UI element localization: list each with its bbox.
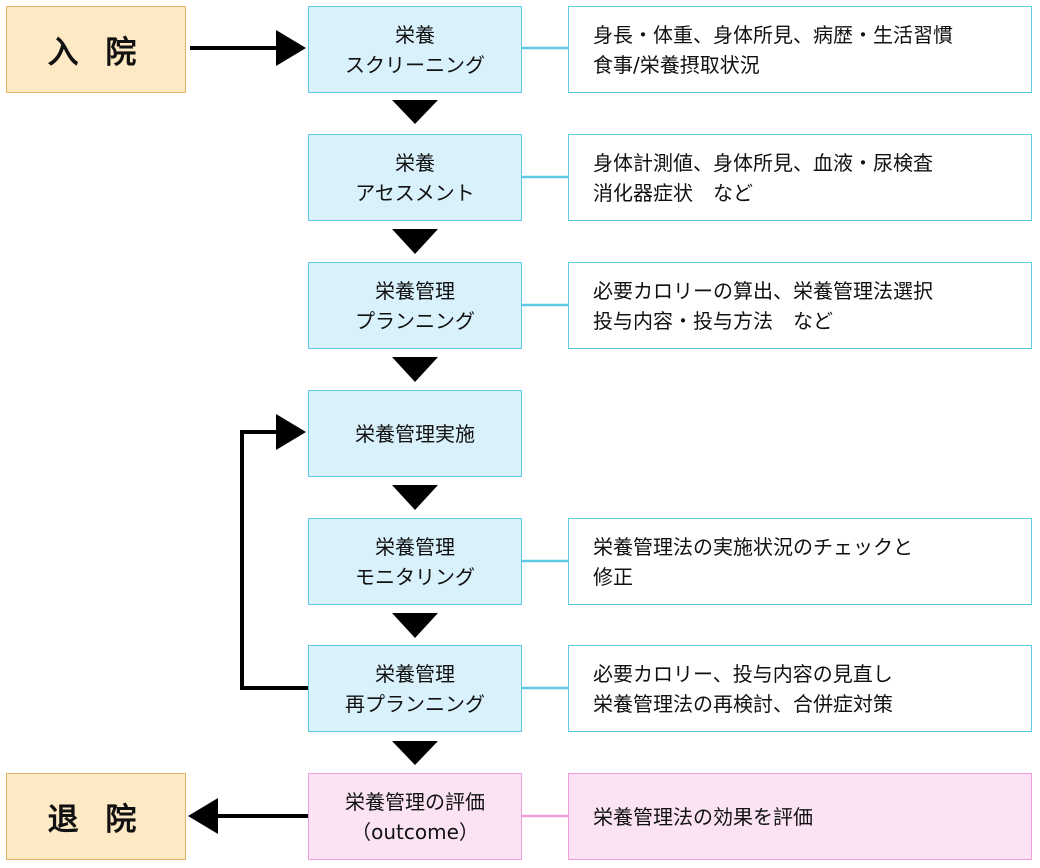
step-evaluation-line-1: 栄養管理の評価 (345, 789, 485, 814)
step-planning-line-1: 栄養管理 (375, 278, 455, 303)
note-evaluation-line-1: 栄養管理法の効果を評価 (593, 804, 813, 829)
step-monitoring-line-1: 栄養管理 (375, 534, 455, 559)
note-screening-line-1: 身長・体重、身体所見、病歴・生活習慣 (593, 22, 953, 47)
step-evaluation-line-2: （outcome） (351, 819, 479, 844)
step-assessment-line-2: アセスメント (355, 180, 475, 205)
step-replanning: 栄養管理 再プランニング (308, 645, 522, 732)
discharge-box: 退 院 (6, 773, 186, 860)
note-planning-line-1: 必要カロリーの算出、栄養管理法選択 (593, 278, 933, 303)
step-evaluation: 栄養管理の評価 （outcome） (308, 773, 522, 860)
discharge-label: 退 院 (47, 802, 145, 838)
step-implementation: 栄養管理実施 (308, 390, 522, 477)
down-arrow-1 (392, 100, 438, 124)
note-replanning-line-2: 栄養管理法の再検討、合併症対策 (593, 691, 893, 716)
note-assessment: 身体計測値、身体所見、血液・尿検査 消化器症状 など (568, 134, 1032, 221)
note-replanning-line-1: 必要カロリー、投与内容の見直し (593, 661, 893, 686)
step-replanning-line-2: 再プランニング (345, 691, 485, 716)
step-assessment: 栄養 アセスメント (308, 134, 522, 221)
note-replanning: 必要カロリー、投与内容の見直し 栄養管理法の再検討、合併症対策 (568, 645, 1032, 732)
note-assessment-line-2: 消化器症状 など (593, 180, 753, 205)
note-evaluation: 栄養管理法の効果を評価 (568, 773, 1032, 860)
step-planning: 栄養管理 プランニング (308, 262, 522, 349)
admission-box: 入 院 (6, 6, 186, 93)
note-assessment-line-1: 身体計測値、身体所見、血液・尿検査 (593, 150, 933, 175)
step-screening-line-2: スクリーニング (345, 52, 485, 77)
note-planning-line-2: 投与内容・投与方法 など (593, 308, 833, 333)
step-screening-line-1: 栄養 (395, 22, 435, 47)
step-planning-line-2: プランニング (355, 308, 475, 333)
note-monitoring-line-1: 栄養管理法の実施状況のチェックと (593, 534, 913, 559)
note-monitoring: 栄養管理法の実施状況のチェックと 修正 (568, 518, 1032, 605)
admission-label: 入 院 (47, 35, 145, 71)
down-arrow-5 (392, 613, 438, 638)
down-arrow-6 (392, 741, 438, 765)
note-monitoring-line-2: 修正 (593, 564, 633, 589)
note-screening: 身長・体重、身体所見、病歴・生活習慣 食事/栄養摂取状況 (568, 6, 1032, 93)
down-arrow-2 (392, 229, 438, 254)
step-replanning-line-1: 栄養管理 (375, 661, 455, 686)
loop-back-line (240, 430, 308, 690)
down-arrow-4 (392, 485, 438, 510)
step-assessment-line-1: 栄養 (395, 150, 435, 175)
step-implementation-line-1: 栄養管理実施 (355, 421, 475, 446)
down-arrow-3 (392, 357, 438, 382)
note-screening-line-2: 食事/栄養摂取状況 (593, 52, 760, 77)
step-monitoring-line-2: モニタリング (355, 564, 475, 589)
step-monitoring: 栄養管理 モニタリング (308, 518, 522, 605)
step-screening: 栄養 スクリーニング (308, 6, 522, 93)
note-planning: 必要カロリーの算出、栄養管理法選択 投与内容・投与方法 など (568, 262, 1032, 349)
arrow-head-discharge (188, 798, 218, 834)
loop-back-arrow-head (276, 414, 306, 450)
arrow-head-admission (276, 30, 306, 66)
